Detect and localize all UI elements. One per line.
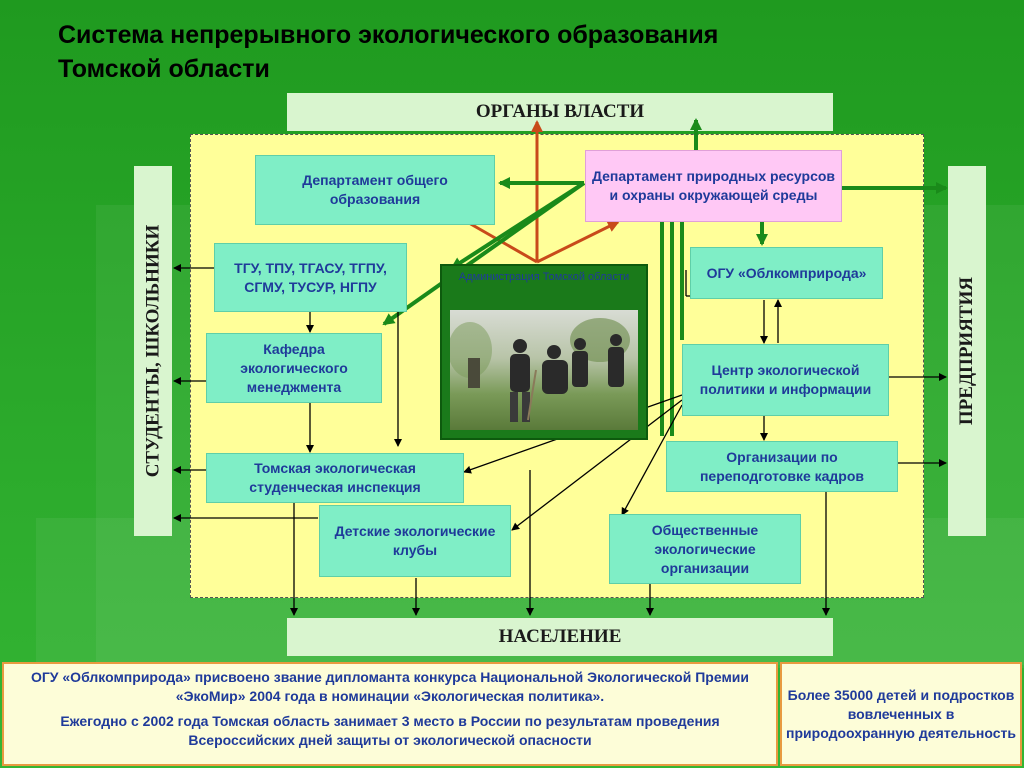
band-population: НАСЕЛЕНИЕ bbox=[287, 618, 833, 656]
box-administration: Администрация Томской области bbox=[440, 264, 648, 440]
band-enterprises: ПРЕДПРИЯТИЯ bbox=[948, 166, 986, 536]
note-annual: Ежегодно с 2002 года Томская область зан… bbox=[60, 713, 720, 748]
box-chair: Кафедра экологического менеджмента bbox=[206, 333, 382, 403]
box-clubs: Детские экологические клубы bbox=[319, 505, 511, 577]
people-planting-trees-image bbox=[448, 318, 630, 422]
administration-label: Администрация Томской области bbox=[458, 271, 630, 283]
administration-photo bbox=[448, 310, 638, 430]
note-award: ОГУ «Облкомприрода» присвоено звание дип… bbox=[30, 669, 750, 704]
box-ogu: ОГУ «Облкомприрода» bbox=[690, 247, 883, 299]
band-authorities: ОРГАНЫ ВЛАСТИ bbox=[287, 93, 833, 131]
note-children: Более 35000 детей и подростков вовлеченн… bbox=[780, 662, 1022, 766]
box-retraining: Организации по переподготовке кадров bbox=[666, 441, 898, 492]
box-center: Центр экологической политики и информаци… bbox=[682, 344, 889, 416]
page-title: Система непрерывного экологического обра… bbox=[58, 18, 958, 86]
box-dept-nature: Департамент природных ресурсов и охраны … bbox=[585, 150, 842, 222]
note-achievements: ОГУ «Облкомприрода» присвоено звание дип… bbox=[2, 662, 778, 766]
band-students: СТУДЕНТЫ, ШКОЛЬНИКИ bbox=[134, 166, 172, 536]
title-line-2: Томской области bbox=[58, 55, 270, 83]
box-universities: ТГУ, ТПУ, ТГАСУ, ТГПУ, СГМУ, ТУСУР, НГПУ bbox=[214, 243, 407, 312]
box-inspection: Томская экологическая студенческая инспе… bbox=[206, 453, 464, 503]
box-dept-education: Департамент общего образования bbox=[255, 155, 495, 225]
title-line-1: Система непрерывного экологического обра… bbox=[58, 21, 719, 49]
box-public-orgs: Общественные экологические организации bbox=[609, 514, 801, 584]
